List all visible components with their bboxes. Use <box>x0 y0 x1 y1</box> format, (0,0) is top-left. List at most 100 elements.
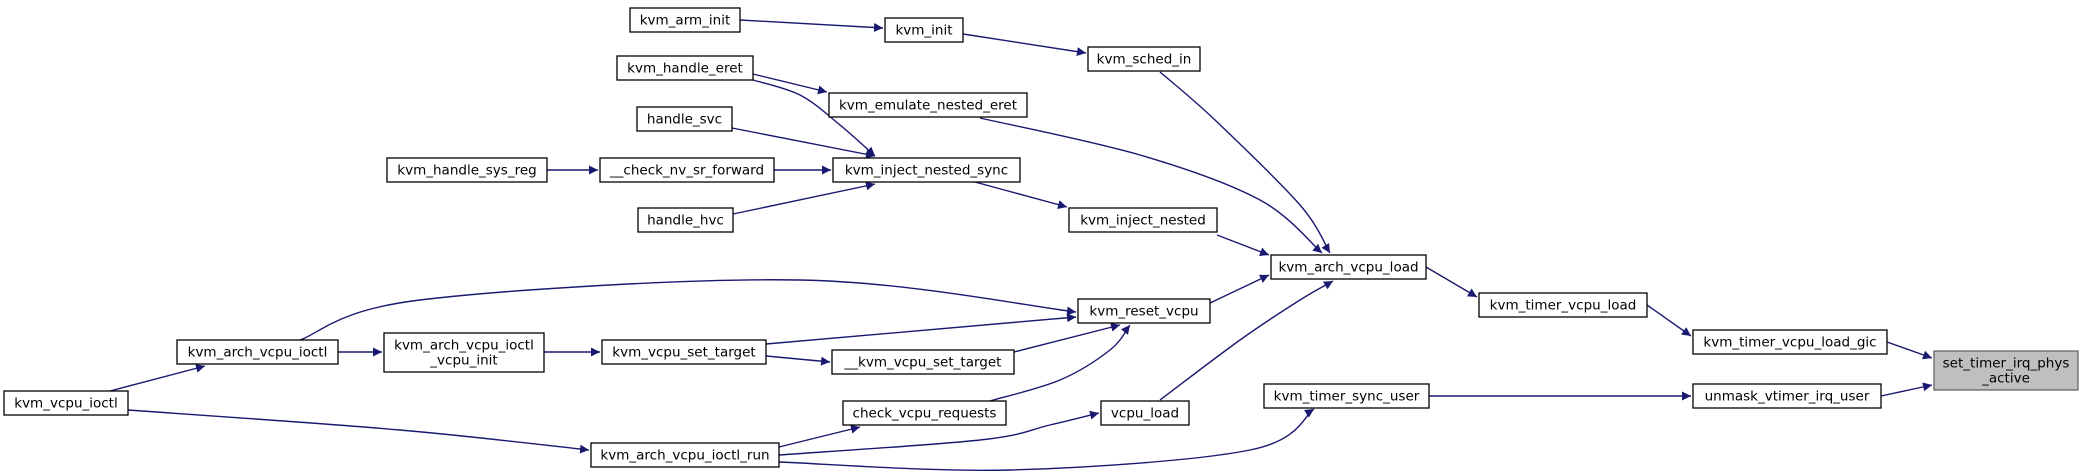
node-box <box>1100 400 1190 426</box>
node-box <box>832 157 1021 183</box>
node-label: kvm_arch_vcpu_ioctl <box>188 345 328 361</box>
call-edge <box>1425 266 1478 298</box>
function-node[interactable]: kvm_timer_vcpu_load_gic <box>1692 329 1888 355</box>
function-node[interactable]: kvm_handle_eret <box>616 55 754 81</box>
node-box <box>1933 350 2079 391</box>
call-edge <box>732 181 876 215</box>
node-label: kvm_vcpu_ioctl <box>14 396 117 412</box>
function-node[interactable]: __kvm_vcpu_set_target <box>831 349 1015 375</box>
function-node[interactable]: kvm_sched_in <box>1087 46 1201 72</box>
node-label: kvm_arch_vcpu_ioctl <box>394 338 534 354</box>
node-box <box>828 92 1028 118</box>
function-node[interactable]: __check_nv_sr_forward <box>599 157 775 183</box>
call-edge <box>1646 304 1692 337</box>
call-edge <box>109 363 206 392</box>
function-node[interactable]: kvm_arch_vcpu_ioctl_run <box>590 442 780 468</box>
node-box <box>1478 292 1648 318</box>
node-box <box>636 106 733 132</box>
edges-layer <box>109 19 1933 471</box>
function-node[interactable]: handle_hvc <box>637 207 734 233</box>
function-node[interactable]: kvm_inject_nested <box>1068 207 1218 233</box>
node-box <box>1692 329 1888 355</box>
node-label: set_timer_irq_phys <box>1943 356 2070 372</box>
function-node[interactable]: kvm_vcpu_set_target <box>601 339 767 365</box>
node-box <box>629 7 741 33</box>
node-label: kvm_handle_eret <box>627 61 743 77</box>
function-node[interactable]: unmask_vtimer_irq_user <box>1692 383 1882 409</box>
node-label: kvm_inject_nested <box>1080 213 1206 229</box>
nodes-layer: set_timer_irq_phys_active kvm_timer_vcpu_… <box>3 7 2079 468</box>
call-edge <box>778 424 861 448</box>
function-node[interactable]: kvm_inject_nested_sync <box>832 157 1021 183</box>
node-label: kvm_inject_nested_sync <box>845 163 1008 179</box>
node-label: kvm_timer_vcpu_load_gic <box>1703 335 1876 351</box>
function-node[interactable]: handle_svc <box>636 106 733 132</box>
function-node[interactable]: check_vcpu_requests <box>842 400 1007 426</box>
node-box <box>590 442 780 468</box>
node-label: kvm_arch_vcpu_load <box>1278 260 1418 276</box>
function-node[interactable]: kvm_timer_vcpu_load <box>1478 292 1648 318</box>
function-node[interactable]: kvm_handle_sys_reg <box>386 157 548 183</box>
function-node[interactable]: kvm_arch_vcpu_ioctl_vcpu_init <box>383 332 545 373</box>
node-box <box>831 349 1015 375</box>
call-edge <box>731 127 876 159</box>
function-node[interactable]: kvm_timer_sync_user <box>1263 383 1430 409</box>
node-box <box>3 390 129 416</box>
node-label: unmask_vtimer_irq_user <box>1705 389 1870 405</box>
root-function-node: set_timer_irq_phys_active <box>1933 350 2079 391</box>
node-label: __check_nv_sr_forward <box>609 163 764 179</box>
call-edge <box>979 117 1323 254</box>
function-node[interactable]: kvm_emulate_nested_eret <box>828 92 1028 118</box>
node-box <box>884 17 964 43</box>
node-box <box>383 332 545 373</box>
node-label: _active <box>1981 371 2030 387</box>
node-box <box>1263 383 1430 409</box>
call-edge <box>989 324 1131 402</box>
function-node[interactable]: kvm_init <box>884 17 964 43</box>
node-label: vcpu_load <box>1111 406 1179 422</box>
call-edge <box>1880 382 1933 397</box>
node-box <box>1068 207 1218 233</box>
call-edge <box>1013 322 1121 353</box>
function-node[interactable]: kvm_reset_vcpu <box>1077 298 1211 324</box>
call-edge <box>1159 280 1334 401</box>
node-box <box>1692 383 1882 409</box>
node-label: kvm_timer_vcpu_load <box>1490 298 1637 314</box>
call-edge <box>739 19 884 32</box>
call-edge <box>752 79 876 157</box>
function-node[interactable]: kvm_vcpu_ioctl <box>3 390 129 416</box>
node-box <box>1270 254 1427 280</box>
call-edge <box>778 408 1315 471</box>
call-edge <box>127 409 590 454</box>
node-label: kvm_arm_init <box>640 13 731 29</box>
call-edge <box>962 33 1087 57</box>
node-label: kvm_reset_vcpu <box>1089 304 1198 320</box>
call-edge <box>752 73 828 95</box>
call-edge <box>299 279 1077 341</box>
node-label: check_vcpu_requests <box>853 406 997 422</box>
call-edge <box>1159 71 1331 254</box>
call-edge <box>1216 234 1270 256</box>
function-node[interactable]: kvm_arch_vcpu_load <box>1270 254 1427 280</box>
node-box <box>176 339 339 365</box>
node-label: kvm_emulate_nested_eret <box>839 98 1017 114</box>
node-label: kvm_timer_sync_user <box>1274 389 1420 405</box>
call-edge <box>778 410 1100 456</box>
node-label: _vcpu_init <box>429 353 497 369</box>
node-label: kvm_handle_sys_reg <box>397 163 536 179</box>
node-label: handle_svc <box>647 112 722 128</box>
node-label: __kvm_vcpu_set_target <box>844 355 1002 371</box>
function-node[interactable]: vcpu_load <box>1100 400 1190 426</box>
node-label: kvm_vcpu_set_target <box>612 345 755 361</box>
call-edge <box>974 181 1068 209</box>
call-edge <box>765 355 831 366</box>
node-box <box>601 339 767 365</box>
function-node[interactable]: kvm_arch_vcpu_ioctl <box>176 339 339 365</box>
call-edge <box>765 313 1077 345</box>
function-node[interactable]: kvm_arm_init <box>629 7 741 33</box>
node-label: kvm_sched_in <box>1097 52 1192 68</box>
node-box <box>599 157 775 183</box>
node-box <box>1077 298 1211 324</box>
node-box <box>842 400 1007 426</box>
